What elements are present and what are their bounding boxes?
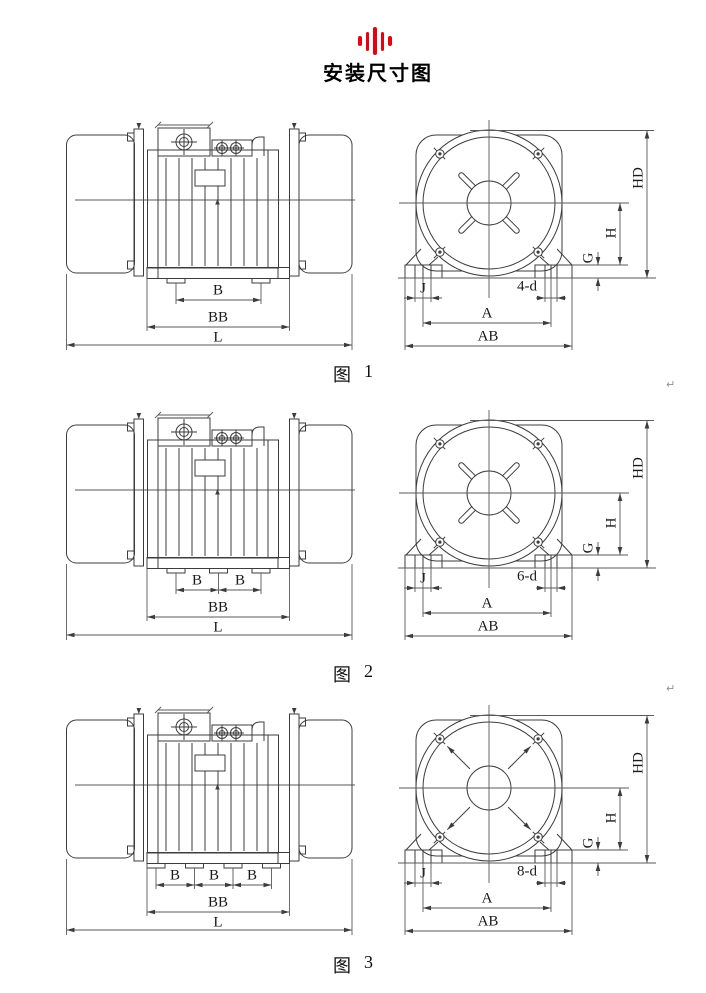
dim-label-h: H	[603, 517, 620, 529]
dim-label-b: B	[191, 572, 203, 589]
figure-2-motor-drawing	[66, 410, 656, 640]
dim-label-h: H	[603, 227, 620, 239]
dim-label-b: B	[234, 572, 246, 589]
logo-bar	[380, 31, 385, 51]
dim-label-a: A	[481, 890, 493, 907]
figure-2-caption: 图 2	[0, 661, 706, 687]
figure-3-caption: 图 3	[0, 952, 706, 978]
dim-label-b: B	[169, 867, 181, 884]
dim-label-j: J	[420, 570, 426, 587]
dim-label-l: L	[213, 619, 223, 636]
paragraph-mark: ↵	[666, 682, 676, 695]
logo-bar	[365, 31, 370, 51]
logo-bar	[358, 36, 362, 46]
dim-label-a: A	[481, 595, 493, 612]
dim-label-l: L	[213, 914, 223, 931]
dim-label-g: G	[580, 837, 597, 849]
dim-label-ab: AB	[477, 913, 499, 930]
dim-label-ab: AB	[477, 328, 499, 345]
dim-label-b: B	[212, 282, 224, 299]
caption-prefix: 图	[333, 956, 351, 976]
dim-label-g: G	[580, 252, 597, 264]
dim-label-bb: BB	[207, 599, 229, 616]
figure-1: B BB L J 4-d A AB HD H G	[0, 112, 706, 362]
caption-prefix: 图	[333, 365, 351, 385]
page-title: 安装尺寸图	[323, 63, 433, 85]
logo-bar	[373, 27, 377, 55]
figure-3-motor-drawing	[66, 705, 656, 935]
dim-label-j: J	[420, 865, 426, 882]
caption-number: 1	[364, 361, 373, 381]
dim-label-ab: AB	[477, 618, 499, 635]
figure-3: B B B BB L J 8-d A AB HD H G	[0, 697, 706, 947]
figure-1-caption: 图 1	[0, 361, 706, 387]
dim-label-b: B	[208, 867, 220, 884]
figure-2: B B BB L J 6-d A AB HD H G	[0, 402, 706, 652]
dim-label-l: L	[213, 329, 223, 346]
dim-label-bb: BB	[207, 309, 229, 326]
figure-1-motor-drawing	[66, 120, 656, 350]
caption-number: 3	[364, 952, 373, 972]
paragraph-mark: ↵	[666, 378, 676, 391]
dim-label-g: G	[580, 542, 597, 554]
caption-number: 2	[364, 661, 373, 681]
dim-label-b: B	[246, 867, 258, 884]
dim-label-hd: HD	[630, 167, 647, 189]
dim-label-h: H	[603, 812, 620, 824]
dim-label-a: A	[481, 305, 493, 322]
dim-label-hd: HD	[630, 752, 647, 774]
logo-bar	[388, 36, 392, 46]
caption-prefix: 图	[333, 665, 351, 685]
dim-label-holes: 4-d	[517, 278, 537, 295]
dim-label-holes: 8-d	[517, 863, 537, 880]
dim-label-j: J	[420, 280, 426, 297]
dim-label-bb: BB	[207, 894, 229, 911]
red-bars-logo-icon	[355, 25, 395, 57]
dim-label-hd: HD	[630, 457, 647, 479]
dim-label-holes: 6-d	[517, 568, 537, 585]
